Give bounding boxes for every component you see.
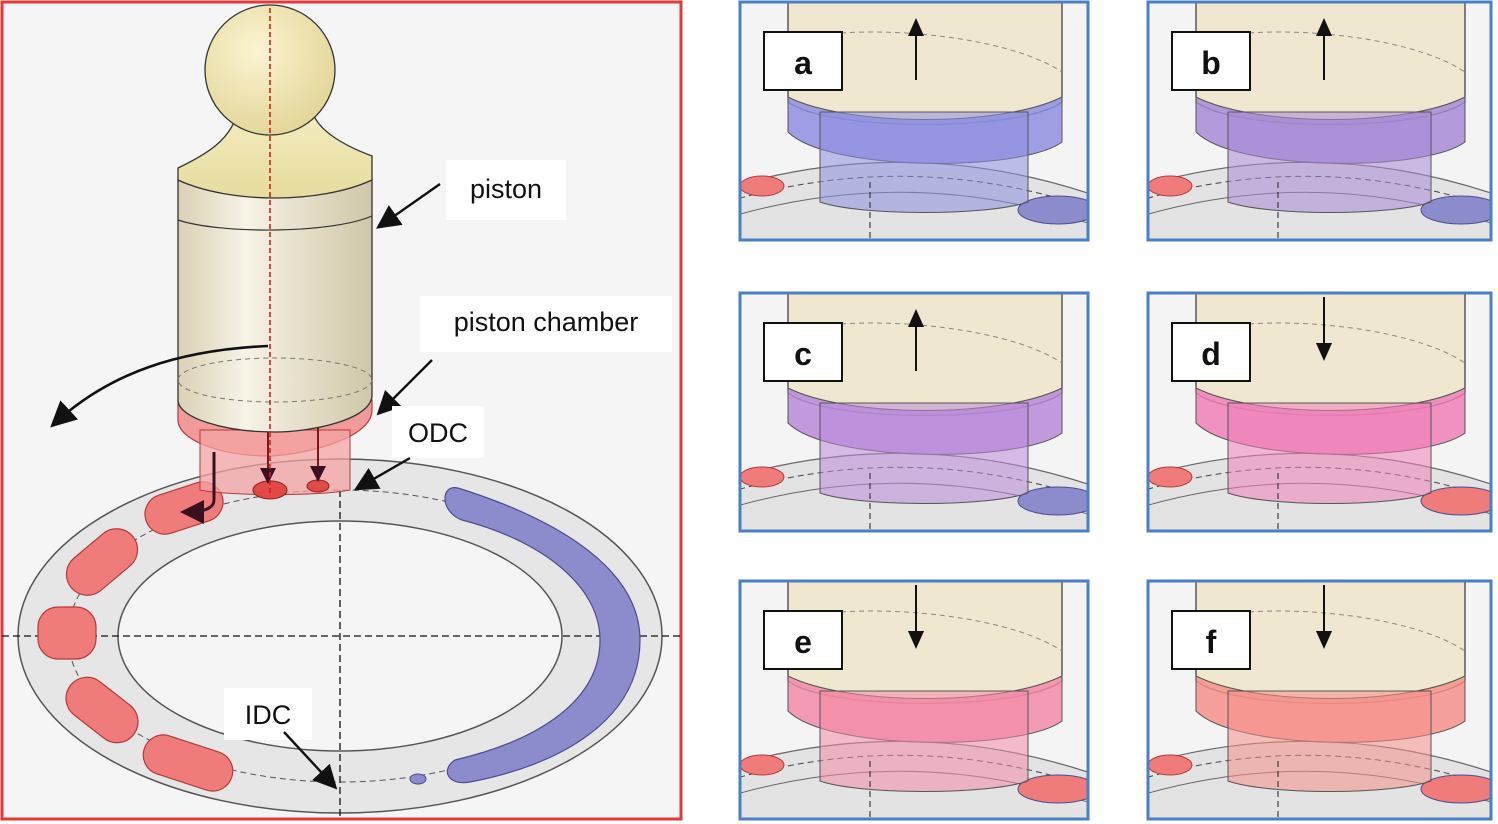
- panel-d: d: [1146, 291, 1493, 533]
- kidney-port: [1017, 774, 1088, 804]
- piston-chamber-label-box: [420, 296, 672, 352]
- kidney-port: [65, 676, 139, 744]
- idc-label: IDC: [245, 700, 292, 730]
- panel-frame: [738, 0, 1090, 242]
- panel-content: [1148, 581, 1491, 819]
- kidney-port: [1148, 175, 1193, 197]
- low-pressure-port: [444, 487, 641, 784]
- odc-label-arrow: [353, 456, 411, 491]
- idc-label-arrow: [283, 731, 338, 790]
- high-pressure-ports: [37, 481, 234, 792]
- kidney-port: [1420, 774, 1491, 804]
- panel-chamber-bore: [819, 402, 1029, 504]
- flow-arrow: [180, 452, 216, 524]
- panel-frame: [1146, 579, 1493, 821]
- kidney-port: [1420, 195, 1491, 225]
- panel-frame: [738, 291, 1090, 533]
- panel-letter: d: [1201, 336, 1221, 372]
- panel-chamber-bore: [1227, 111, 1432, 213]
- panel-f: f: [1146, 579, 1493, 821]
- panel-content: [740, 581, 1088, 819]
- kidney-port: [142, 734, 234, 792]
- kidney-port: [1148, 754, 1193, 776]
- piston-band-line: [177, 215, 373, 231]
- panel-frame: [1146, 0, 1493, 242]
- piston-neck: [177, 109, 373, 199]
- kidney-port: [65, 528, 139, 596]
- panel-letter-box: [1171, 610, 1251, 670]
- panel-letter: a: [794, 45, 812, 81]
- kidney-port: [1420, 486, 1491, 516]
- panel-frame: [1146, 291, 1493, 533]
- piston-label-box: [446, 160, 566, 220]
- kidney-port: [1148, 466, 1193, 488]
- idc-label-box: [224, 688, 312, 740]
- panel-a: a: [738, 0, 1090, 242]
- panel-letter-box: [1171, 322, 1251, 382]
- panel-chamber-bore: [1227, 690, 1432, 792]
- kidney-port: [37, 606, 97, 660]
- panel-content: [740, 2, 1088, 240]
- panel-letter-box: [763, 31, 843, 91]
- piston-body: [177, 179, 373, 433]
- piston-label-arrow: [376, 183, 441, 229]
- panel-chamber-bore: [819, 690, 1029, 792]
- piston-label: piston: [470, 174, 542, 204]
- piston-hidden-edge: [177, 357, 373, 403]
- panel-e: e: [738, 579, 1090, 821]
- kidney-port: [740, 175, 785, 197]
- panel-letter-box: [763, 610, 843, 670]
- odc-label: ODC: [408, 418, 468, 448]
- panel-letter: f: [1206, 624, 1217, 660]
- panel-letter-box: [1171, 31, 1251, 91]
- kidney-port: [740, 466, 785, 488]
- kidney-port: [1017, 486, 1088, 516]
- kidney-port: [740, 754, 785, 776]
- panel-letter: c: [794, 336, 812, 372]
- piston-chamber-label-arrow: [376, 359, 433, 416]
- panel-content: [1148, 2, 1491, 240]
- panel-frame: [738, 579, 1090, 821]
- piston-ball: [204, 4, 336, 136]
- panel-c: c: [738, 291, 1090, 533]
- kidney-port: [1017, 195, 1088, 225]
- small-port: [409, 773, 427, 785]
- rotation-arrow: [50, 344, 269, 428]
- panel-chamber-bore: [1227, 402, 1432, 504]
- panel-content: [740, 293, 1088, 531]
- panel-chamber-bore: [819, 111, 1029, 213]
- odc-label-box: [392, 406, 484, 458]
- panel-letter: b: [1201, 45, 1221, 81]
- panel-letter-box: [763, 322, 843, 382]
- panel-b: b: [1146, 0, 1493, 242]
- main-figure: piston piston chamber ODC IDC: [0, 0, 683, 821]
- detail-panels: a b c d e f: [738, 0, 1493, 821]
- piston-chamber-label: piston chamber: [454, 307, 639, 337]
- chamber-port: [306, 479, 330, 493]
- panel-letter: e: [794, 624, 812, 660]
